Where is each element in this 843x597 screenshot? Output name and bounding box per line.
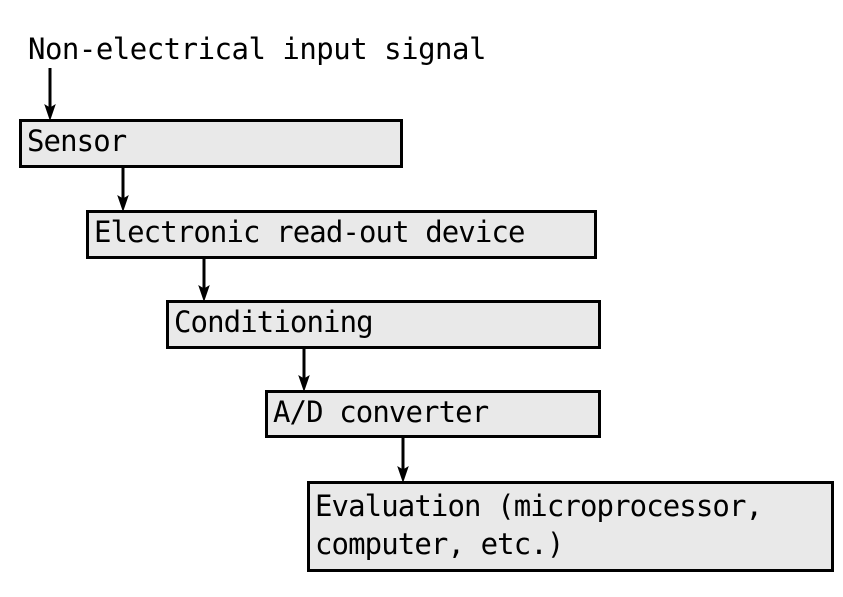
block-sensor[interactable]: Sensor bbox=[19, 119, 403, 168]
block-electronic-read-out-device[interactable]: Electronic read-out device bbox=[86, 210, 597, 259]
arrow-conditioning-to-adconverter bbox=[294, 347, 314, 394]
block-conditioning[interactable]: Conditioning bbox=[166, 300, 601, 349]
block-evaluation-label: Evaluation (microprocessor, computer, et… bbox=[315, 489, 763, 561]
block-ad-converter-label: A/D converter bbox=[273, 395, 489, 429]
arrow-adconverter-to-evaluation bbox=[393, 436, 413, 485]
block-sensor-label: Sensor bbox=[27, 124, 127, 158]
block-conditioning-label: Conditioning bbox=[174, 305, 374, 339]
input-signal-label: Non-electrical input signal bbox=[28, 32, 486, 66]
arrow-readout-to-conditioning bbox=[194, 257, 214, 304]
arrow-sensor-to-readout bbox=[113, 166, 133, 214]
block-evaluation[interactable]: Evaluation (microprocessor, computer, et… bbox=[307, 481, 834, 572]
arrow-input-to-sensor bbox=[40, 68, 60, 122]
block-electronic-read-out-device-label: Electronic read-out device bbox=[94, 215, 525, 249]
block-ad-converter[interactable]: A/D converter bbox=[265, 390, 601, 438]
